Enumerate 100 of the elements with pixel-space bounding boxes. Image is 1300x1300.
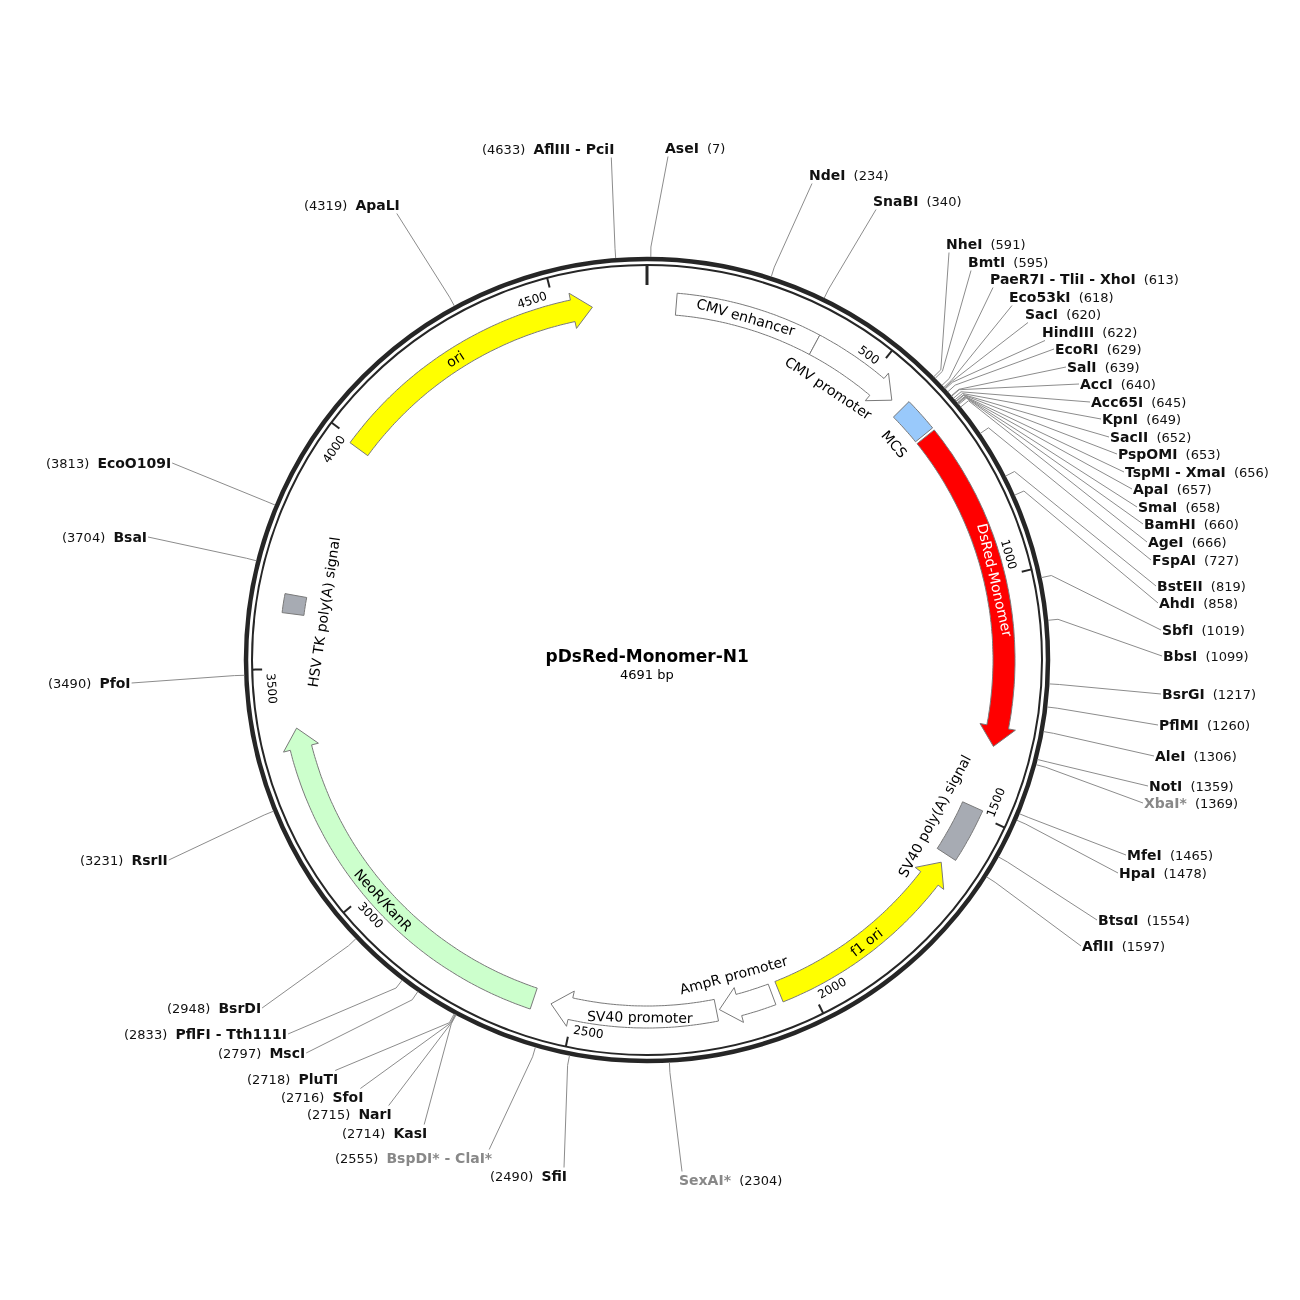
leader-line [147,536,257,562]
tick-label: 500 [855,343,882,368]
restriction-site-label: PspOMI (653) [1118,445,1221,463]
leader-line [287,979,403,1035]
leader-line [955,394,1118,455]
restriction-site-label: SbfI (1019) [1162,621,1245,639]
leader-line [986,876,1082,947]
restriction-site-label: (4633) AflIII - PciI [482,140,615,158]
restriction-site-label: SnaBI (340) [873,192,962,210]
restriction-site-label: NdeI (234) [809,166,889,184]
restriction-site-label: EcoRI (629) [1055,340,1142,358]
tick-label: 1500 [984,785,1008,819]
leader-line [1016,819,1119,874]
restriction-site-label: AflII (1597) [1082,937,1165,955]
restriction-site-label: (2716) SfoI [281,1088,364,1106]
leader-line [1037,759,1149,787]
restriction-site-label: (2948) BsrDI [167,999,262,1017]
leader-line [131,674,245,684]
leader-line [960,400,1148,543]
leader-line [951,383,1080,397]
restriction-site-label: KpnI (649) [1102,410,1182,428]
leader-line [956,395,1125,473]
leader-line [488,1046,536,1150]
restriction-site-label: SacI (620) [1025,305,1102,323]
leader-line [396,213,455,307]
leader-line [359,1013,456,1089]
plasmid-size: 4691 bp [620,667,674,683]
restriction-site-label: (2715) NarI [307,1105,392,1123]
restriction-site-label: PaeR7I - TliI - XhoI (613) [990,270,1179,288]
restriction-site-label: NotI (1359) [1149,777,1234,795]
restriction-site-label: Eco53kI (618) [1009,288,1114,306]
leader-line [933,252,950,378]
leader-line [388,1014,457,1106]
restriction-site-label: SacII (652) [1110,428,1192,446]
leader-line [1005,471,1157,587]
feature-box: HSV TK poly(A) signal [281,534,344,689]
leader-line [934,270,972,379]
leader-line [423,1014,457,1125]
restriction-site-label: (3704) BsaI [62,528,148,546]
leader-line [947,348,1055,393]
leader-line [1043,731,1155,757]
leader-line [1046,706,1159,726]
restriction-site-label: (4319) ApaLI [304,196,400,214]
restriction-site-label: SmaI (658) [1138,498,1221,516]
restriction-site-label: NheI (591) [946,235,1026,253]
restriction-site-label: BtsαI (1554) [1098,911,1190,929]
plasmid-name: pDsRed-Monomer-N1 [545,646,749,666]
restriction-site-label: ApaI (657) [1133,480,1212,498]
leader-line [1019,813,1127,856]
restriction-site-label: XbaI* (1369) [1144,794,1239,812]
restriction-site-label: BamHI (660) [1144,515,1239,533]
restriction-site-label: Acc65I (645) [1091,393,1187,411]
leader-line [610,157,617,259]
leader-line [1041,575,1162,631]
restriction-site-label: (3231) RsrII [80,851,168,869]
restriction-site-label: (2718) PluTI [247,1070,339,1088]
leader-line [1014,490,1159,604]
leader-line [168,810,274,861]
tick-label: 4500 [516,289,550,312]
leader-line [998,856,1098,921]
restriction-site-label: AccI (640) [1080,375,1156,393]
restriction-site-label: BbsI (1099) [1163,647,1249,665]
leader-line [941,287,994,386]
leader-line [957,396,1138,508]
restriction-site-label: BstEII (819) [1157,577,1246,595]
restriction-site-label: FspAI (727) [1152,551,1240,569]
leader-line [1035,764,1144,804]
restriction-site-label: AhdI (858) [1159,594,1239,612]
leader-line [954,393,1102,420]
leader-line [770,183,813,278]
restriction-site-label: SalI (639) [1067,358,1140,376]
leader-line [334,1013,455,1071]
leader-line [1048,683,1162,695]
leader-line [952,391,1091,403]
restriction-site-label: HindIII (622) [1042,323,1138,341]
restriction-site-label: BsrGI (1217) [1162,685,1256,703]
restriction-site-label: (2797) MscI [218,1044,306,1062]
leader-line [171,462,276,506]
restriction-site-label: AleI (1306) [1155,747,1237,765]
leader-line [261,938,357,1009]
leader-line [958,397,1144,525]
leader-line [305,991,419,1054]
leader-line [1047,618,1163,657]
leader-line [823,209,877,299]
leader-line [950,366,1067,397]
restriction-site-label: AgeI (666) [1148,533,1227,551]
restriction-site-label: HpaI (1478) [1119,864,1207,882]
restriction-site-label: BmtI (595) [968,253,1049,271]
leader-line [563,1055,570,1168]
restriction-site-label: (3490) PfoI [48,674,131,692]
leader-line [668,1061,683,1172]
restriction-site-label: (3813) EcoO109I [46,454,172,472]
leader-line [955,394,1110,438]
restriction-site-label: TspMI - XmaI (656) [1125,463,1269,481]
restriction-site-label: (2833) PflFI - Tth111I [124,1025,287,1043]
restriction-site-label: (2490) SfiI [490,1167,568,1185]
leader-line [944,340,1046,390]
leader-line [650,156,669,258]
restriction-site-label: SexAI* (2304) [679,1171,783,1189]
leader-line [979,427,1152,561]
